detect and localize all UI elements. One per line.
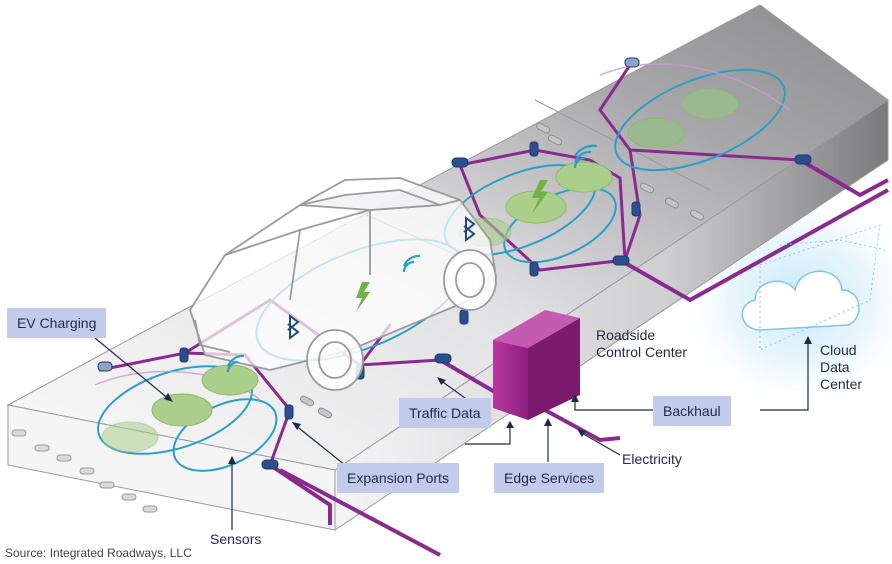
roadside-cabinet xyxy=(493,310,580,420)
wheel xyxy=(306,329,364,391)
charging-pad xyxy=(201,364,259,396)
ev-charging-label: EV Charging xyxy=(7,308,107,338)
charging-pad xyxy=(101,421,159,453)
backhaul-label: Backhaul xyxy=(653,396,731,426)
sensor xyxy=(529,261,539,277)
source-caption: Source: Integrated Roadways, LLC xyxy=(5,546,192,560)
sensor xyxy=(451,157,469,168)
sensor xyxy=(97,361,113,372)
slab-divider xyxy=(534,99,711,191)
sensor xyxy=(529,141,539,157)
sensor xyxy=(459,309,469,325)
external-conduits xyxy=(268,158,889,557)
front-ports xyxy=(11,429,158,513)
sensor xyxy=(612,255,630,266)
bluetooth-icon xyxy=(463,216,476,242)
vehicle xyxy=(189,177,497,391)
charging-pad xyxy=(151,393,213,427)
sensors-label: Sensors xyxy=(210,531,262,547)
sensor xyxy=(434,353,452,364)
charging-pad xyxy=(627,117,685,149)
charging-pad xyxy=(681,88,739,120)
lightning-icon xyxy=(356,180,548,312)
sensor xyxy=(261,459,279,470)
cloud-icon xyxy=(741,270,860,331)
electricity-label: Electricity xyxy=(622,451,682,467)
arrow-heads xyxy=(164,336,812,464)
sensor xyxy=(624,57,640,68)
cloud-network xyxy=(759,224,886,351)
sensor xyxy=(284,404,294,420)
sensor xyxy=(794,154,812,165)
sensor xyxy=(631,201,641,217)
cloud-data-center-label: Cloud Data Center xyxy=(820,342,863,392)
sensor xyxy=(179,347,189,363)
side-ports xyxy=(299,122,705,419)
charging-pad xyxy=(555,161,613,193)
wheel xyxy=(443,249,497,311)
expansion-ports-label: Expansion Ports xyxy=(337,463,459,493)
wifi-icon xyxy=(226,144,598,373)
roadside-control-center-label: Roadside Control Center xyxy=(596,327,688,360)
bluetooth-icon xyxy=(287,314,300,340)
traffic-data-label: Traffic Data xyxy=(399,398,491,428)
sensor-nodes xyxy=(97,57,812,470)
edge-services-label: Edge Services xyxy=(494,463,605,493)
